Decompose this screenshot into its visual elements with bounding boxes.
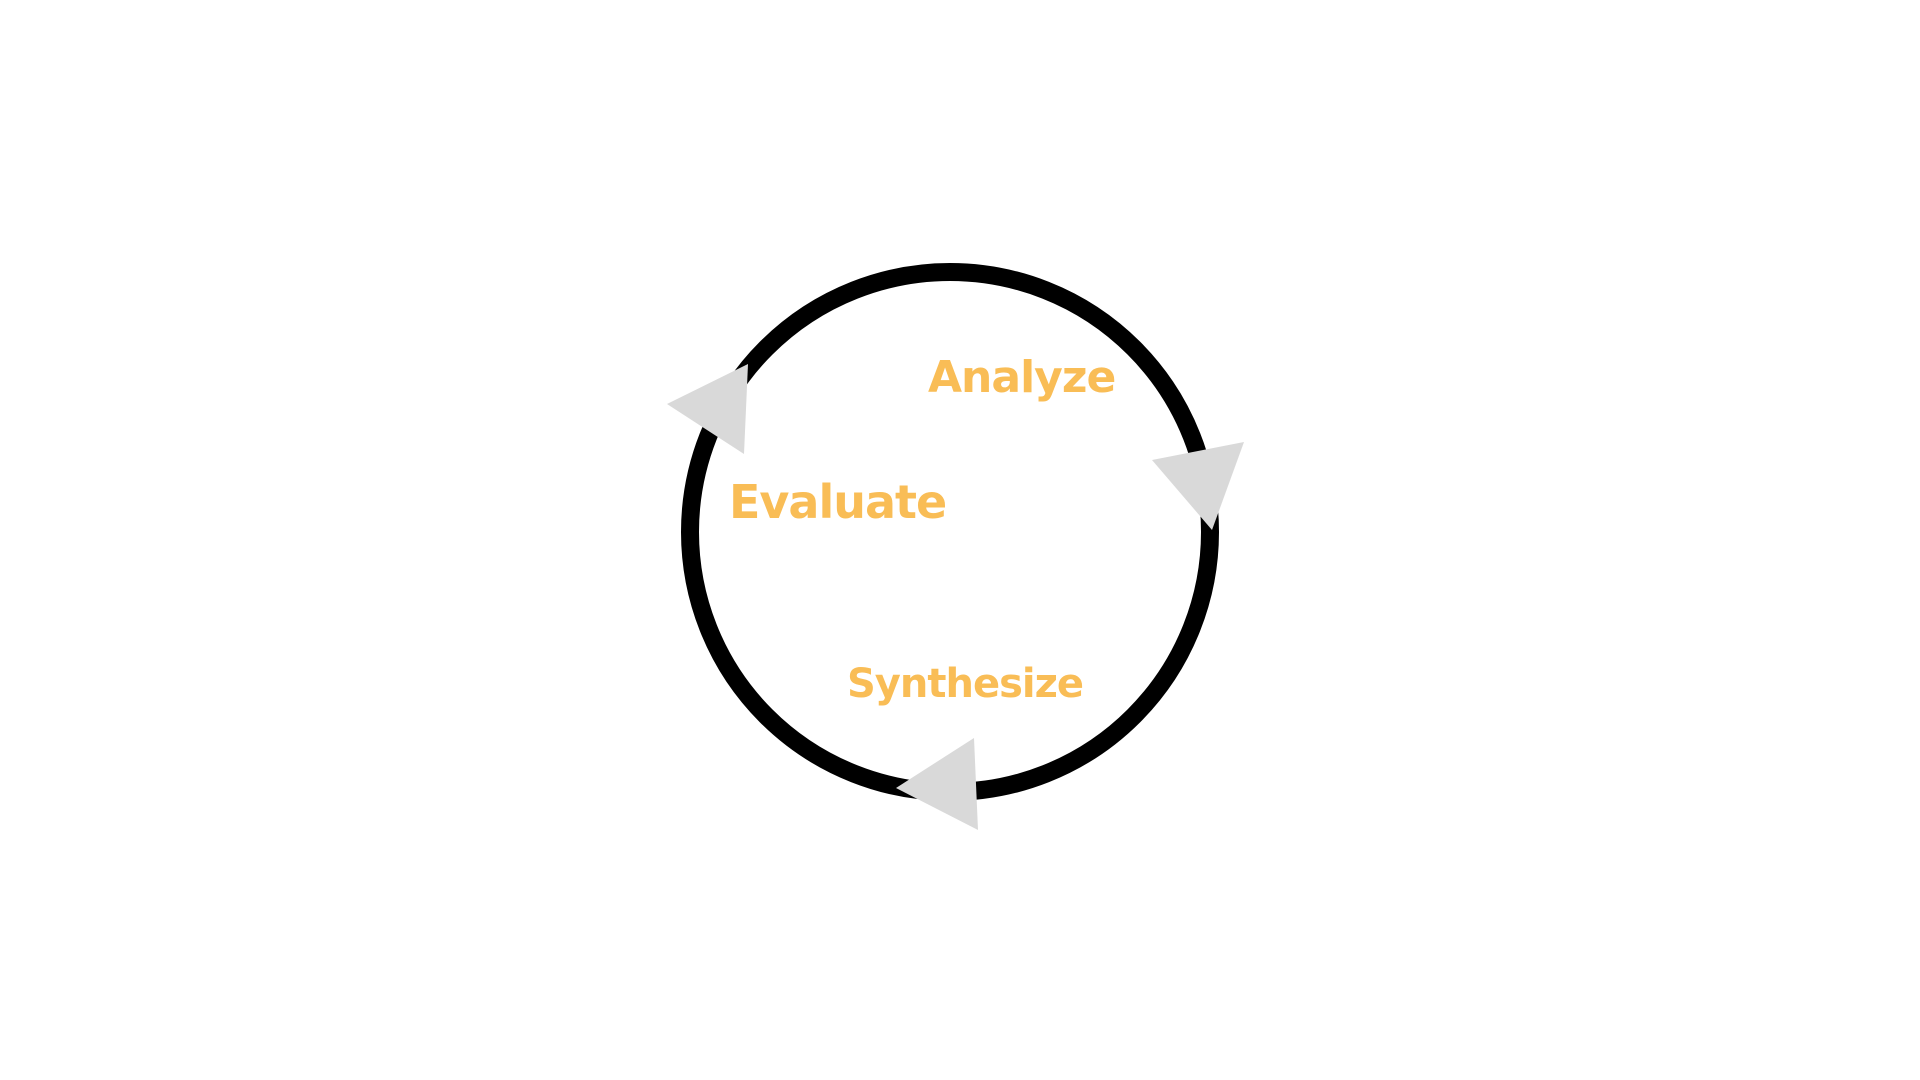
label-analyze: Analyze [928, 352, 1115, 403]
label-evaluate: Evaluate [729, 475, 946, 529]
arrowhead-right-icon [1152, 442, 1244, 530]
arrowhead-bottom-icon [896, 738, 978, 830]
cycle-ring [681, 263, 1219, 801]
label-synthesize: Synthesize [847, 661, 1083, 707]
arrowhead-left-icon [667, 364, 748, 454]
